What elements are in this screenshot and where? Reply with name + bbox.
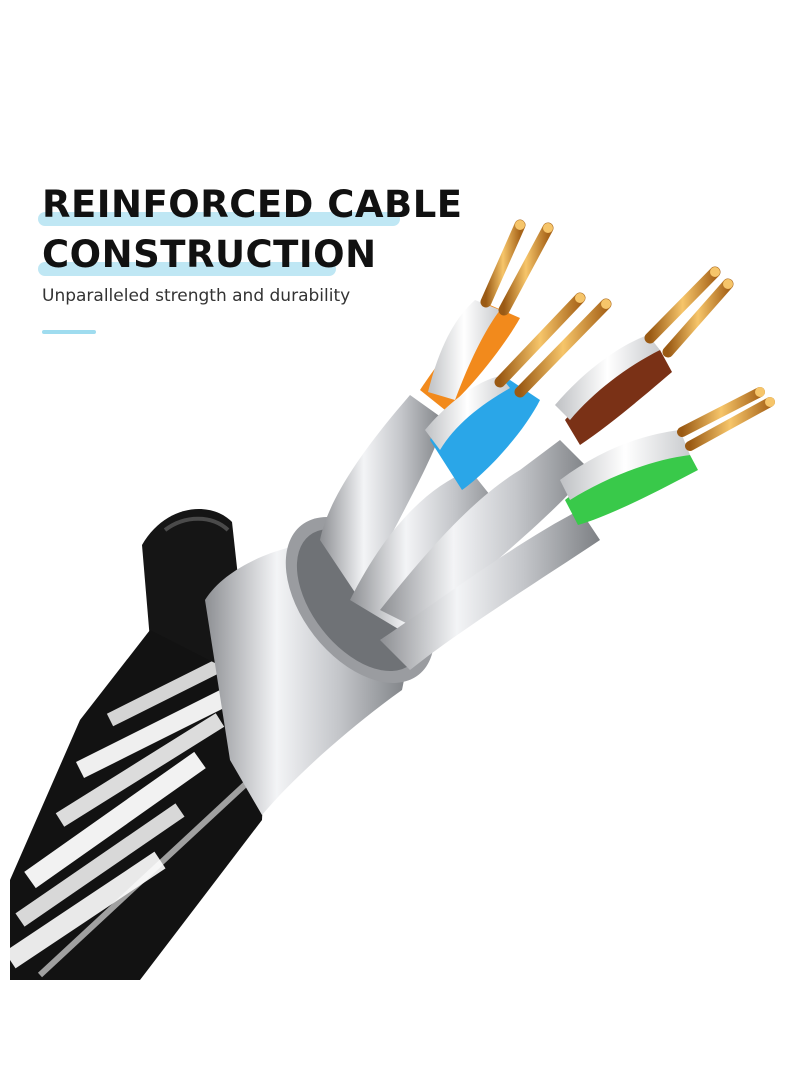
headline-highlight — [38, 262, 336, 276]
headline-highlight — [38, 212, 400, 226]
headline-text-1: REINFORCED CABLE — [42, 183, 463, 226]
headline-line-2: CONSTRUCTION — [38, 232, 463, 278]
orange-pair — [420, 219, 554, 410]
blue-pair — [425, 292, 612, 490]
headline: REINFORCED CABLE CONSTRUCTION — [38, 182, 463, 282]
copper-conductor-icon — [515, 220, 775, 407]
headline-text-2: CONSTRUCTION — [42, 233, 377, 276]
accent-divider — [42, 330, 96, 334]
headline-line-1: REINFORCED CABLE — [38, 182, 463, 228]
subtitle: Unparalleled strength and durability — [42, 286, 351, 306]
green-pair — [560, 387, 775, 525]
braided-jacket-icon — [10, 630, 268, 980]
brown-pair — [555, 266, 734, 445]
pair-shields — [320, 395, 600, 670]
